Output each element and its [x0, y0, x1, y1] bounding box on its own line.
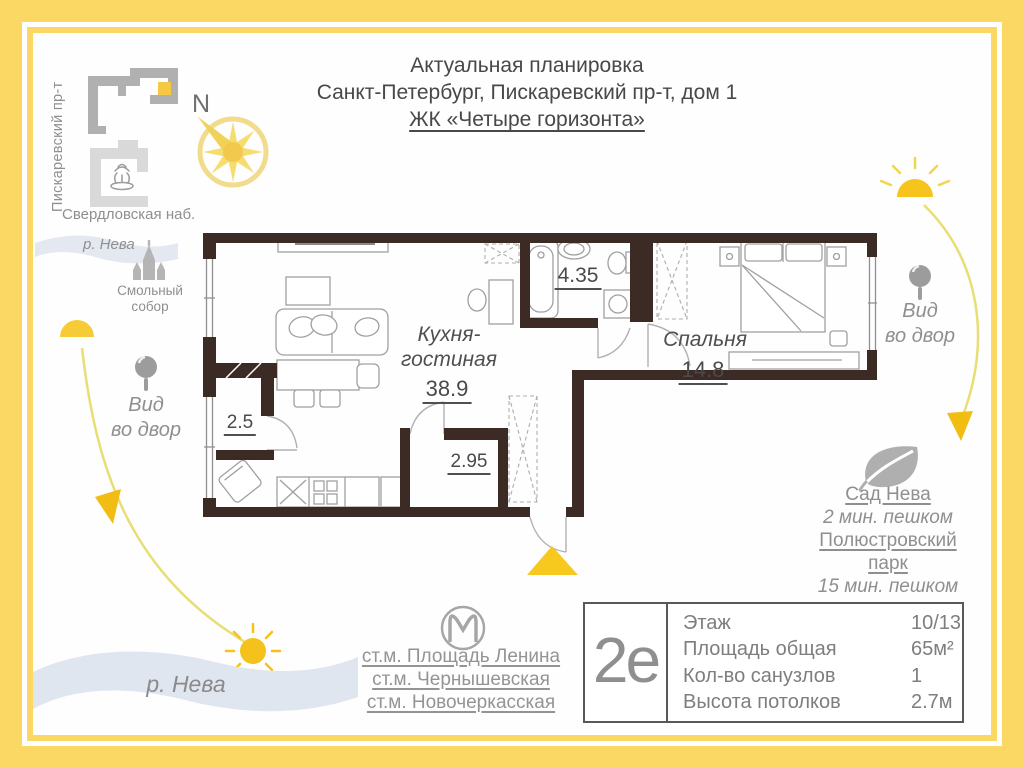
room-bedroom-area: 14.8	[678, 357, 728, 385]
metro-station-3: ст.м. Новочеркасская	[366, 692, 556, 713]
header: Актуальная планировка Санкт-Петербург, П…	[227, 52, 827, 133]
info-row: Этаж 10/13	[683, 610, 962, 637]
compass-north-label: N	[192, 90, 211, 118]
info-row-label: Площадь общая	[683, 638, 837, 660]
info-row-label: Кол-во санузлов	[683, 664, 836, 687]
room-hall-area: 2.5	[223, 412, 257, 436]
plan-type-label: 2е	[585, 604, 668, 721]
leaf-icon	[858, 446, 918, 492]
room-wardrobe-area: 2.95	[447, 451, 491, 475]
sun-icon-left	[60, 320, 94, 337]
metro-station-2: ст.м. Чернышевская	[372, 669, 550, 690]
door-arcs	[266, 323, 691, 553]
sun-path-left	[80, 347, 251, 647]
info-row-label: Этаж	[683, 611, 731, 634]
map-street-label: Пискаревский пр-т	[50, 81, 66, 212]
compass-icon	[197, 116, 269, 188]
cathedral-label-1: Смольный	[117, 283, 183, 298]
smolny-cathedral-icon	[133, 240, 165, 280]
entrance-marker-triangle	[527, 546, 578, 575]
info-card: 2е Этаж 10/13 Площадь общая 65м² Кол-во …	[583, 602, 964, 723]
view-right-label-2: во двор	[885, 325, 955, 347]
park2-walk: 15 мин. пешком	[817, 576, 959, 597]
sun-path-right	[923, 204, 980, 441]
wardrobe-hatch	[484, 240, 688, 503]
room-kitchen-label-1: Кухня-	[417, 323, 481, 346]
floorplan	[203, 233, 877, 575]
room-kitchen-area: 38.9	[422, 376, 472, 404]
address-line: Санкт-Петербург, Пискаревский пр-т, дом …	[316, 81, 738, 104]
park1-walk: 2 мин. пешком	[823, 507, 953, 528]
map-river-label: р. Нева	[83, 236, 135, 253]
page-title: Актуальная планировка	[410, 54, 644, 77]
map-embankment-label: Свердловская наб.	[62, 206, 196, 223]
info-card-rows: Этаж 10/13 Площадь общая 65м² Кол-во сан…	[668, 604, 962, 721]
room-kitchen-label-2: гостиная	[401, 348, 497, 371]
river-bottom-label: р. Нева	[146, 671, 226, 697]
complex-name: ЖК «Четыре горизонта»	[409, 108, 645, 131]
park2-name-2: парк	[868, 553, 908, 574]
info-row-value: 1	[911, 664, 923, 687]
park1-name: Сад Нева	[845, 484, 931, 505]
info-row: Высота потолков 2.7м	[683, 689, 962, 716]
river-bottom-shape	[33, 651, 358, 712]
metro-station-1: ст.м. Площадь Ленина	[361, 646, 561, 667]
room-bedroom-label: Спальня	[663, 328, 747, 351]
park2-name-1: Полюстровский	[819, 530, 957, 551]
info-row: Кол-во санузлов 1	[683, 663, 962, 690]
fountain-icon	[110, 163, 134, 191]
view-pin-icon-left	[135, 355, 157, 391]
view-left-label-2: во двор	[111, 419, 181, 441]
view-pin-icon-right	[909, 264, 931, 300]
sun-icon-right	[879, 156, 951, 197]
room-bathroom-area: 4.35	[554, 264, 602, 290]
info-row: Площадь общая 65м²	[683, 636, 962, 663]
floorplan-walls	[203, 233, 877, 517]
view-right-label-1: Вид	[902, 300, 938, 322]
wall-hatch	[225, 362, 262, 379]
view-left-label-1: Вид	[128, 394, 164, 416]
windows	[204, 257, 877, 498]
info-row-value: 10/13	[911, 611, 962, 634]
apartment-location-marker	[158, 82, 171, 95]
info-row-value: 65м²	[911, 638, 954, 660]
metro-logo-icon	[440, 605, 486, 651]
mini-map-buildings	[88, 68, 178, 207]
info-row-label: Высота потолков	[683, 691, 841, 713]
river-top-shape	[35, 235, 178, 264]
info-row-value: 2.7м	[911, 691, 953, 713]
cathedral-label-2: собор	[131, 299, 169, 314]
